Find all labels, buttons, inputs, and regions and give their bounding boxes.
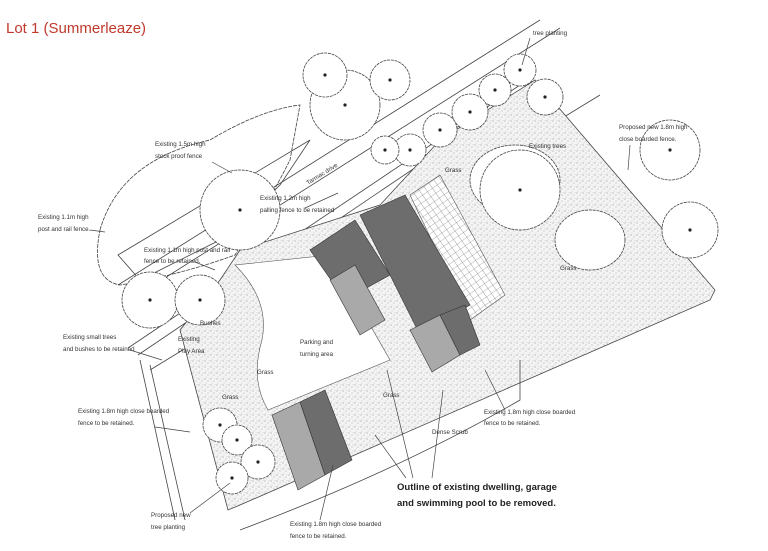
label-fence-left: Existing 1.8m high close boarded [78,408,170,415]
tree-center-dot [408,148,412,152]
label-small-trees-2: and bushes to be retained [63,346,135,353]
tree-center-dot [668,148,672,152]
leader-lines [89,37,631,521]
tree-center-dot [468,110,472,114]
label-post-rail-2: post and rail fence. [38,226,91,233]
label-outline-removed-2: and swimming pool to be removed. [397,498,556,509]
label-outline-removed: Outline of existing dwelling, garage [397,482,557,493]
label-parking: Parking and [300,339,334,346]
tree-center-dot [543,95,547,99]
tree-center-dot [518,68,522,72]
boundary-fence [239,360,521,531]
label-fence-left-2: fence to be retained. [78,420,135,427]
label-stock-fence-2: stock proof fence [155,153,203,160]
label-bushes: Bushes [200,320,221,327]
label-grass: Grass [222,394,239,401]
tree-center-dot [198,298,202,302]
tree-center-dot [230,476,234,480]
label-stock-fence: Existing 1.5m high [155,141,206,148]
tree-center-dot [343,103,347,107]
trees [121,52,719,495]
existing-garage [271,389,353,491]
label-post-rail-retained: Existing 1.1m high post and rail [144,247,230,254]
label-play-area: Existing [178,336,200,343]
tree-center-dot [256,460,260,464]
label-palling-fence: Existing 1.2m high [260,195,311,202]
tree-center-dot [383,148,387,152]
tree-center-dot [518,188,522,192]
label-small-trees: Existing small trees [63,334,116,341]
label-proposed-tree-2: tree planting [151,524,186,531]
label-fence-bottom-2: fence to be retained. [290,533,347,540]
tree-canopy [554,209,626,271]
plan-title: Lot 1 (Summerleaze) [6,20,147,37]
tree-center-dot [323,73,327,77]
label-post-rail: Existing 1.1m high [38,214,89,221]
tree-center-dot [438,128,442,132]
tree-center-dot [688,228,692,232]
label-proposed-fence: Proposed new 1.8m high [619,124,688,131]
label-proposed-fence-2: close boarded fence. [619,136,677,143]
label-existing-trees: Existing trees [529,143,566,150]
label-tree-planting: tree planting [533,30,568,37]
label-grass: Grass [257,369,274,376]
hedge [97,104,301,286]
label-play-area-2: Play Area [178,348,205,355]
label-parking-2: turning area [300,351,334,358]
label-fence-right: Existing 1.8m high close boarded [484,409,576,416]
label-dense-scrub: Dense Scrub [432,429,468,436]
label-palling-fence-2: palling fence to be retained [260,207,335,214]
label-grass: Grass [383,392,400,399]
tree-center-dot [218,423,222,427]
label-fence-bottom: Existing 1.8m high close boarded [290,521,382,528]
label-tarmac-drive: Tarmac drive [305,162,339,187]
label-fence-right-2: fence to be retained. [484,420,541,427]
label-grass: Grass [560,265,577,272]
label-proposed-tree: Proposed new [151,512,191,519]
tree-center-dot [235,438,239,442]
existing-dwelling [309,194,481,373]
label-grass: Grass [445,167,462,174]
label-post-rail-retained-2: fence to be retained. [144,258,201,265]
tree-center-dot [388,78,392,82]
tree-center-dot [238,208,242,212]
tree-center-dot [493,88,497,92]
tree-center-dot [148,298,152,302]
